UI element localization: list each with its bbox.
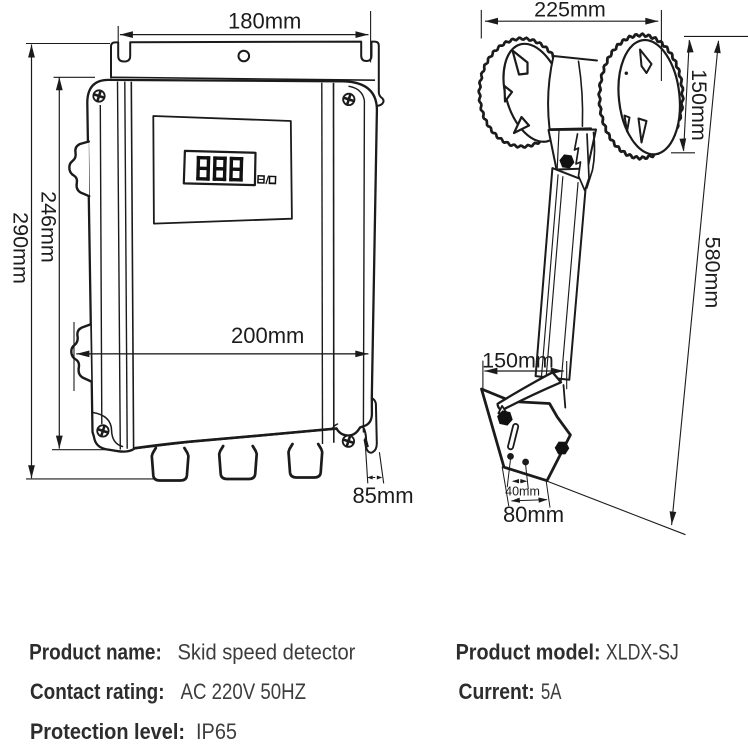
svg-text:290mm: 290mm	[9, 212, 33, 284]
svg-text:180mm: 180mm	[228, 9, 301, 34]
svg-text:580mm: 580mm	[701, 237, 725, 309]
svg-text:AC 220V 50HZ: AC 220V 50HZ	[181, 679, 307, 704]
svg-text:85mm: 85mm	[352, 483, 413, 508]
svg-text:Product model:: Product model:	[456, 640, 601, 665]
svg-text:Product name:: Product name:	[29, 640, 162, 665]
svg-text:150mm: 150mm	[482, 349, 554, 373]
svg-text:Protection level:: Protection level:	[30, 719, 185, 744]
svg-text:246mm: 246mm	[37, 191, 61, 263]
svg-text:Current:: Current:	[459, 679, 535, 704]
svg-text:Contact rating:: Contact rating:	[30, 679, 165, 704]
svg-text:Skid speed detector: Skid speed detector	[178, 640, 356, 665]
svg-text:IP65: IP65	[196, 719, 237, 744]
svg-text:225mm: 225mm	[534, 0, 606, 22]
svg-text:XLDX-SJ: XLDX-SJ	[606, 640, 679, 665]
svg-text:200mm: 200mm	[231, 323, 304, 348]
svg-text:40mm: 40mm	[505, 485, 540, 499]
svg-text:5A: 5A	[541, 679, 562, 704]
svg-text:150mm: 150mm	[687, 69, 711, 141]
svg-text:80mm: 80mm	[503, 502, 564, 527]
